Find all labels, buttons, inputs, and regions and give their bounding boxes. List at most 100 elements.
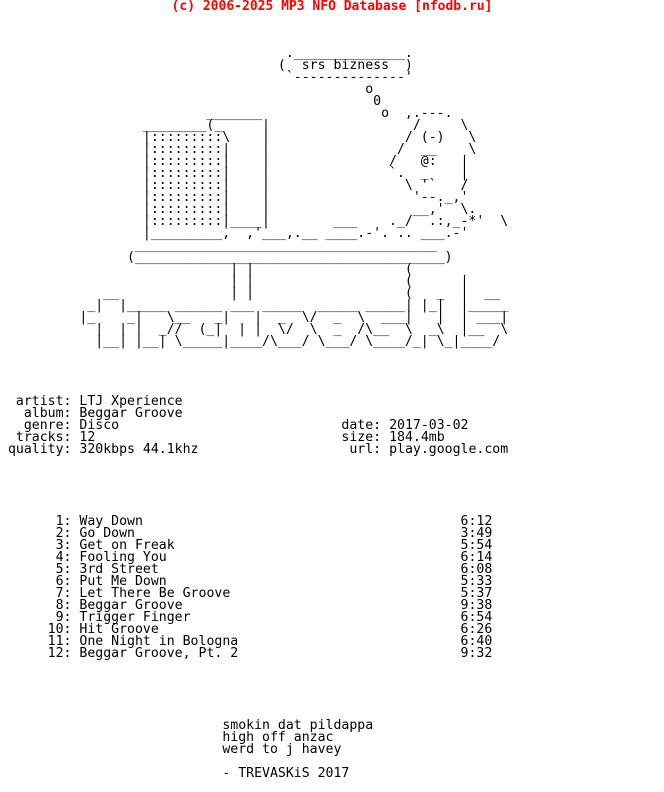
tracklist: 1: Way Down 6:12 2: Go Down 3:49 3: Get … [0, 514, 508, 661]
ascii-art-line: |:::::::::\ | / (-) \ [0, 130, 477, 145]
track-duration: 5:33 [460, 574, 493, 589]
ascii-art-line: 0 [0, 94, 382, 109]
track-title: Hit Groove [79, 622, 159, 637]
info-label-url: url: [325, 442, 390, 457]
ascii-art-line: `--------------' [0, 70, 413, 85]
info-value-quality: 320kbps 44.1khz [79, 442, 199, 457]
ascii-art-line: ( srs bizness ) [0, 58, 413, 73]
ascii-art-line: |__| |__| \_____|____/\___/ \___/ \____/… [0, 334, 501, 349]
info-label-genre: genre: [0, 418, 80, 433]
ascii-art-line: | | | _// (_| | | \/ \ _ /\__ \ _\ |__ \ [0, 322, 509, 337]
track-title: Put Me Down [79, 574, 167, 589]
track-duration: 9:32 [460, 646, 493, 661]
info-value-genre: Disco [79, 418, 120, 433]
info-label-tracks: tracks: [0, 430, 80, 445]
ascii-art-line: _| |_____ ______ ___ _____ _____ _____| … [0, 298, 509, 313]
release-info-row: genre: Disco date: 2017-03-02 [0, 418, 508, 433]
info-value-artist: LTJ Xperience [79, 394, 183, 409]
track-row: 4: Fooling You 6:14 [0, 550, 508, 565]
ascii-art-line: |:::::::::| | / @: | [0, 154, 469, 169]
track-number: 1: [0, 514, 80, 529]
ascii-art: .______________. ( srs bizness ) `------… [0, 36, 508, 372]
track-row: 8: Beggar Groove 9:38 [0, 598, 508, 613]
release-notes: smokin dat pildappa high off anzac werd … [0, 719, 508, 781]
track-duration: 6:40 [460, 634, 493, 649]
info-gap [199, 442, 326, 457]
track-title: 3rd Street [79, 562, 159, 577]
track-duration: 3:49 [460, 526, 493, 541]
ascii-art-line: (_______________________________________… [0, 250, 453, 265]
track-number: 4: [0, 550, 80, 565]
track-row: 12: Beggar Groove, Pt. 2 9:32 [0, 646, 508, 661]
info-label-size: size: [325, 430, 390, 445]
track-row: 10: Hit Groove 6:26 [0, 622, 508, 637]
ascii-art-line: |:::::::::| | __,' \. [0, 202, 477, 217]
track-number: 10: [0, 622, 80, 637]
ascii-art-line [0, 360, 508, 372]
track-number: 8: [0, 598, 80, 613]
ascii-art-line: ________(_ | / \ [0, 118, 469, 133]
track-duration: 6:54 [460, 610, 493, 625]
ascii-art-line: |:::::::::| | \ '` / [0, 178, 469, 193]
info-label-date: date: [325, 418, 390, 433]
track-title: Trigger Finger [79, 610, 191, 625]
track-title: Go Down [79, 526, 135, 541]
track-row: 2: Go Down 3:49 [0, 526, 508, 541]
ascii-art-line: |:::::::::| | / __ \ [0, 142, 477, 157]
track-number: 9: [0, 610, 80, 625]
ascii-art-line: |_ _| \__ _| | _ \/ _ \ ___| | | ___| [0, 310, 509, 325]
spacer [0, 684, 508, 696]
track-title: Beggar Groove, Pt. 2 [79, 646, 239, 661]
info-value-tracks: 12 [79, 430, 96, 445]
info-label-artist: artist: [0, 394, 80, 409]
note-text: - TREVASKiS 2017 [222, 766, 350, 781]
ascii-art-line: __ | | ( _ | __ [0, 286, 501, 301]
track-number: 7: [0, 586, 80, 601]
track-duration: 5:37 [460, 586, 493, 601]
track-number: 6: [0, 574, 80, 589]
info-value-date: 2017-03-02 [389, 418, 469, 433]
track-number: 3: [0, 538, 80, 553]
track-row: 6: Put Me Down 5:33 [0, 574, 508, 589]
track-duration: 9:38 [460, 598, 493, 613]
track-row: 1: Way Down 6:12 [0, 514, 508, 529]
track-duration: 6:08 [460, 562, 493, 577]
release-info-row: tracks: 12 size: 184.4mb [0, 430, 508, 445]
release-info-row: artist: LTJ Xperience [0, 394, 508, 409]
nfo-content: .______________. ( srs bizness ) `------… [0, 12, 508, 792]
track-gap [238, 646, 460, 661]
track-title: One Night in Bologna [79, 634, 239, 649]
ascii-art-line: |:::::::::|____| ___ ._/ .:,_-*' \ [0, 214, 509, 229]
info-value-url: play.google.com [389, 442, 509, 457]
track-title: Way Down [79, 514, 143, 529]
track-number: 2: [0, 526, 80, 541]
track-row: 3: Get on Freak 5:54 [0, 538, 508, 553]
release-info: artist: LTJ Xperience album: Beggar Groo… [0, 394, 509, 457]
track-duration: 6:14 [460, 550, 493, 565]
ascii-art-line [0, 348, 508, 360]
track-number: 12: [0, 646, 80, 661]
site-header: (c) 2006-2025 MP3 NFO Database [nfodb.ru… [171, 0, 493, 14]
track-title: Fooling You [79, 550, 167, 565]
ascii-art-line: ______________________________________ [0, 238, 437, 253]
ascii-art-line: | | ( | [0, 274, 469, 289]
track-number: 5: [0, 562, 80, 577]
track-row: 11: One Night in Bologna 6:40 [0, 634, 508, 649]
track-row: 7: Let There Be Groove 5:37 [0, 586, 508, 601]
track-row: 5: 3rd Street 6:08 [0, 562, 508, 577]
info-label-quality: quality: [0, 442, 80, 457]
spacer [0, 480, 508, 492]
track-title: Get on Freak [79, 538, 175, 553]
note-line: - TREVASKiS 2017 [0, 766, 508, 781]
track-duration: 5:54 [460, 538, 493, 553]
ascii-art-line: _______ o ,.---. [0, 106, 453, 121]
track-duration: 6:26 [460, 622, 493, 637]
release-info-row: album: Beggar Groove [0, 406, 508, 421]
track-title: Beggar Groove [79, 598, 183, 613]
info-value-album: Beggar Groove [79, 406, 183, 421]
info-label-album: album: [0, 406, 80, 421]
info-value-size: 184.4mb [389, 430, 445, 445]
ascii-art-line: |:::::::::| | `. _ | [0, 166, 469, 181]
note-text: werd to j havey [222, 742, 342, 757]
ascii-art-line: o [0, 82, 374, 97]
